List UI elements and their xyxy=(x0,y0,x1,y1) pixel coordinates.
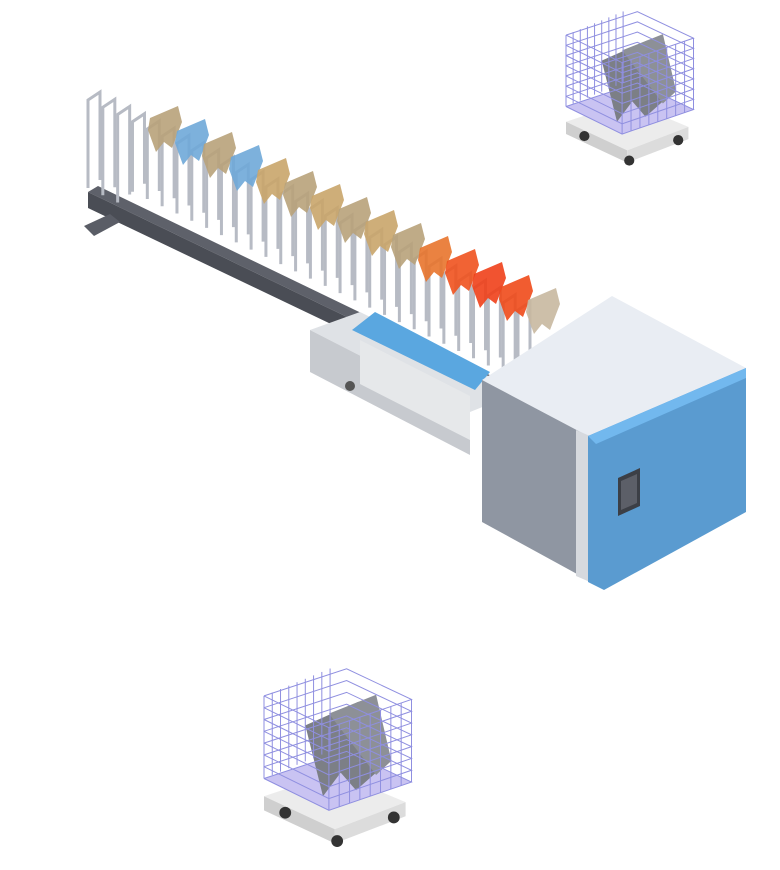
cage-ring xyxy=(263,715,413,776)
agv-wheel xyxy=(331,835,344,847)
cage-ring xyxy=(565,51,695,104)
cabinet-left-strip xyxy=(576,430,590,582)
tray xyxy=(352,312,490,390)
agv-wheel xyxy=(279,806,292,819)
garment xyxy=(472,262,506,308)
roller xyxy=(345,381,355,391)
garment xyxy=(175,119,209,165)
cage-ring xyxy=(565,11,695,64)
cage-ring xyxy=(565,21,695,74)
cage-ring xyxy=(565,72,695,125)
garment xyxy=(256,158,290,204)
slide-rail xyxy=(310,312,520,412)
garment xyxy=(337,197,371,243)
hanger-frame xyxy=(86,89,102,188)
agv-wheel xyxy=(624,155,635,166)
cage-ring xyxy=(565,82,695,135)
garment xyxy=(499,275,533,321)
hanger-frame xyxy=(101,96,117,196)
garment xyxy=(148,106,182,152)
garment-conveyor-line xyxy=(84,89,560,455)
cage-ring xyxy=(263,739,413,800)
cabinet-front-edge xyxy=(588,368,746,444)
garment xyxy=(526,288,560,334)
garment xyxy=(310,184,344,230)
cabinet-top xyxy=(482,296,746,436)
garment xyxy=(445,249,479,295)
cabinet-window-glass xyxy=(621,474,637,510)
garment xyxy=(283,171,317,217)
hanging-garments xyxy=(148,106,560,334)
cabinet-left xyxy=(482,380,588,580)
cage-ring xyxy=(565,62,695,115)
agv-base-right xyxy=(627,126,689,163)
cage-ring xyxy=(263,668,413,729)
cage-ring xyxy=(263,691,413,752)
garment xyxy=(418,236,452,282)
cage-ring xyxy=(565,31,695,84)
cage-ring xyxy=(565,41,695,94)
processing-cabinet xyxy=(482,296,746,590)
agv-wheel xyxy=(673,135,684,146)
tray-white xyxy=(360,340,470,440)
agv-cart-top xyxy=(565,11,695,166)
agv-wheel xyxy=(387,811,400,824)
cage-ring xyxy=(263,703,413,764)
garment xyxy=(391,223,425,269)
garment xyxy=(364,210,398,256)
agv-base-right xyxy=(334,802,406,844)
agv-wheel xyxy=(579,130,590,142)
garment xyxy=(202,132,236,178)
hanger-frame xyxy=(116,103,132,203)
rail-foot xyxy=(84,214,120,236)
agv-cart-bottom xyxy=(263,668,413,847)
cage-ring xyxy=(263,727,413,788)
garment xyxy=(229,145,263,191)
hanger-frames xyxy=(86,89,532,380)
cage-ring xyxy=(263,750,413,811)
hanger-frame xyxy=(130,110,146,192)
cage-ring xyxy=(263,680,413,741)
